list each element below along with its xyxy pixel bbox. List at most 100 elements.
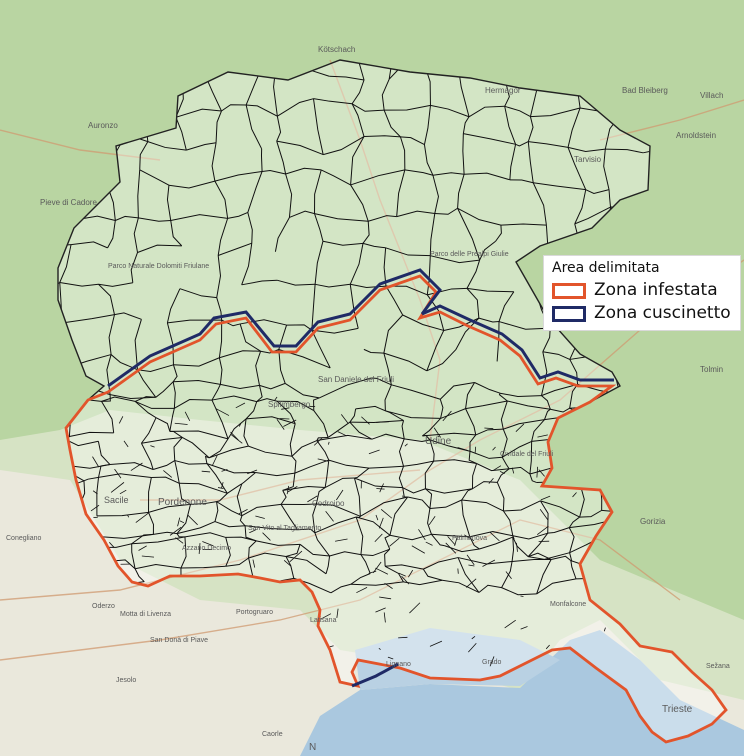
municipal-boundary-v [462, 133, 465, 175]
municipal-boundary-h [282, 486, 326, 491]
municipal-boundary-h [536, 578, 577, 595]
municipal-boundary-fine [262, 532, 271, 541]
place-kotschach: Kötschach [318, 45, 355, 54]
municipal-boundary-fine [387, 656, 394, 660]
municipal-boundary-h [256, 540, 301, 546]
municipal-boundary-fine [572, 492, 577, 498]
road-network [0, 59, 744, 661]
municipal-boundary-h [82, 215, 116, 221]
municipal-boundary-h [155, 417, 171, 432]
municipal-boundary-fine [313, 437, 323, 446]
municipal-boundary-h [114, 312, 142, 320]
municipal-boundary-v [350, 573, 371, 585]
municipal-boundary-v [285, 544, 301, 557]
municipal-boundary-v [349, 408, 357, 423]
municipal-boundary-v [211, 142, 217, 182]
municipal-boundary-h [433, 459, 477, 465]
municipal-boundary-h [425, 488, 473, 494]
municipal-boundary-fine [540, 495, 551, 501]
municipal-boundary-h [179, 288, 217, 299]
municipal-boundary-h [83, 476, 99, 482]
municipal-boundary-fine [433, 427, 441, 438]
municipal-boundary-fine [376, 421, 390, 423]
municipal-boundary-h [221, 104, 247, 112]
municipal-boundary-h [574, 206, 611, 225]
municipal-boundary-h [259, 382, 286, 390]
zona-cuscinetto-line-east [421, 304, 614, 382]
municipal-boundary-fine [447, 536, 456, 546]
municipal-boundary-v [98, 283, 115, 315]
municipal-boundary-h [321, 169, 351, 186]
municipal-boundary-v [567, 147, 587, 190]
municipal-boundary-fine [408, 569, 414, 578]
place-pieve-di-cadore: Pieve di Cadore [40, 198, 97, 207]
municipal-boundary-fine [221, 481, 224, 489]
municipal-boundary-v [216, 492, 228, 503]
municipal-boundary-v [325, 555, 331, 574]
municipal-boundary-h [179, 482, 228, 494]
municipal-boundary-v [356, 515, 361, 519]
municipal-boundary-h [501, 587, 537, 596]
municipal-boundary-h [139, 169, 170, 186]
municipal-boundary-v [608, 189, 612, 208]
municipal-boundary-v [216, 255, 221, 298]
municipal-boundary-h [368, 465, 404, 469]
marano-lagoon [355, 628, 560, 690]
municipal-boundary-v [567, 107, 581, 148]
municipal-boundary-h [214, 521, 246, 528]
municipal-boundary-fine [230, 433, 243, 444]
municipal-boundary-h [277, 279, 316, 286]
place-portogruaro: Portogruaro [236, 609, 273, 616]
municipal-boundary-h [114, 559, 136, 570]
municipal-boundary-fine [119, 489, 127, 495]
municipal-boundary-v [383, 247, 387, 287]
municipal-boundary-h [245, 525, 298, 531]
municipal-boundary-fine [109, 542, 115, 548]
municipal-boundary-v [101, 394, 111, 402]
municipal-boundary-fine [375, 514, 379, 521]
municipal-boundary-fine [445, 542, 457, 554]
municipal-boundary-v [389, 496, 409, 536]
municipal-boundary-v [424, 460, 435, 489]
place-villach: Villach [700, 91, 723, 100]
municipal-boundary-fine [215, 408, 230, 416]
municipal-boundary-v [148, 477, 152, 513]
municipal-boundary-h [504, 105, 531, 118]
municipal-boundary-h [469, 450, 503, 459]
municipal-boundary-h [137, 364, 174, 373]
municipal-boundary-v [569, 552, 573, 562]
legend-swatch-buffer [552, 305, 586, 322]
municipal-boundary-v [289, 423, 296, 457]
municipal-boundary-v [495, 225, 502, 242]
municipal-boundary-h [277, 98, 314, 117]
municipal-boundary-fine [123, 440, 129, 448]
municipal-boundary-v [427, 508, 432, 535]
municipal-boundary-h [461, 499, 504, 512]
municipal-boundary-fine [468, 643, 477, 653]
municipal-boundary-h [479, 240, 496, 261]
municipal-boundary-fine [515, 423, 525, 432]
municipal-boundary-v [383, 314, 404, 354]
municipal-boundary-v [276, 141, 287, 175]
municipal-boundary-v [137, 369, 157, 398]
place-gorizia: Gorizia [640, 517, 666, 526]
municipal-boundary-h [541, 383, 578, 397]
place-sesana: Sežana [706, 663, 730, 670]
municipal-boundary-v [239, 323, 261, 352]
municipal-boundary-h [66, 439, 99, 447]
municipal-boundary-fine [516, 542, 518, 552]
municipal-boundary-fine [337, 431, 347, 437]
municipal-boundary-v [169, 430, 183, 438]
municipal-boundary-fine [368, 570, 377, 574]
municipal-boundary-h [138, 217, 171, 222]
municipal-boundary-h [227, 483, 243, 494]
municipal-boundary-h [248, 445, 293, 457]
municipal-boundary-fine [307, 495, 318, 503]
municipal-boundary-h [218, 242, 252, 256]
municipal-boundary-v [170, 220, 183, 247]
municipal-boundary-h [98, 473, 152, 479]
municipal-boundary-fine [118, 416, 124, 424]
municipal-boundary-v [501, 428, 508, 458]
